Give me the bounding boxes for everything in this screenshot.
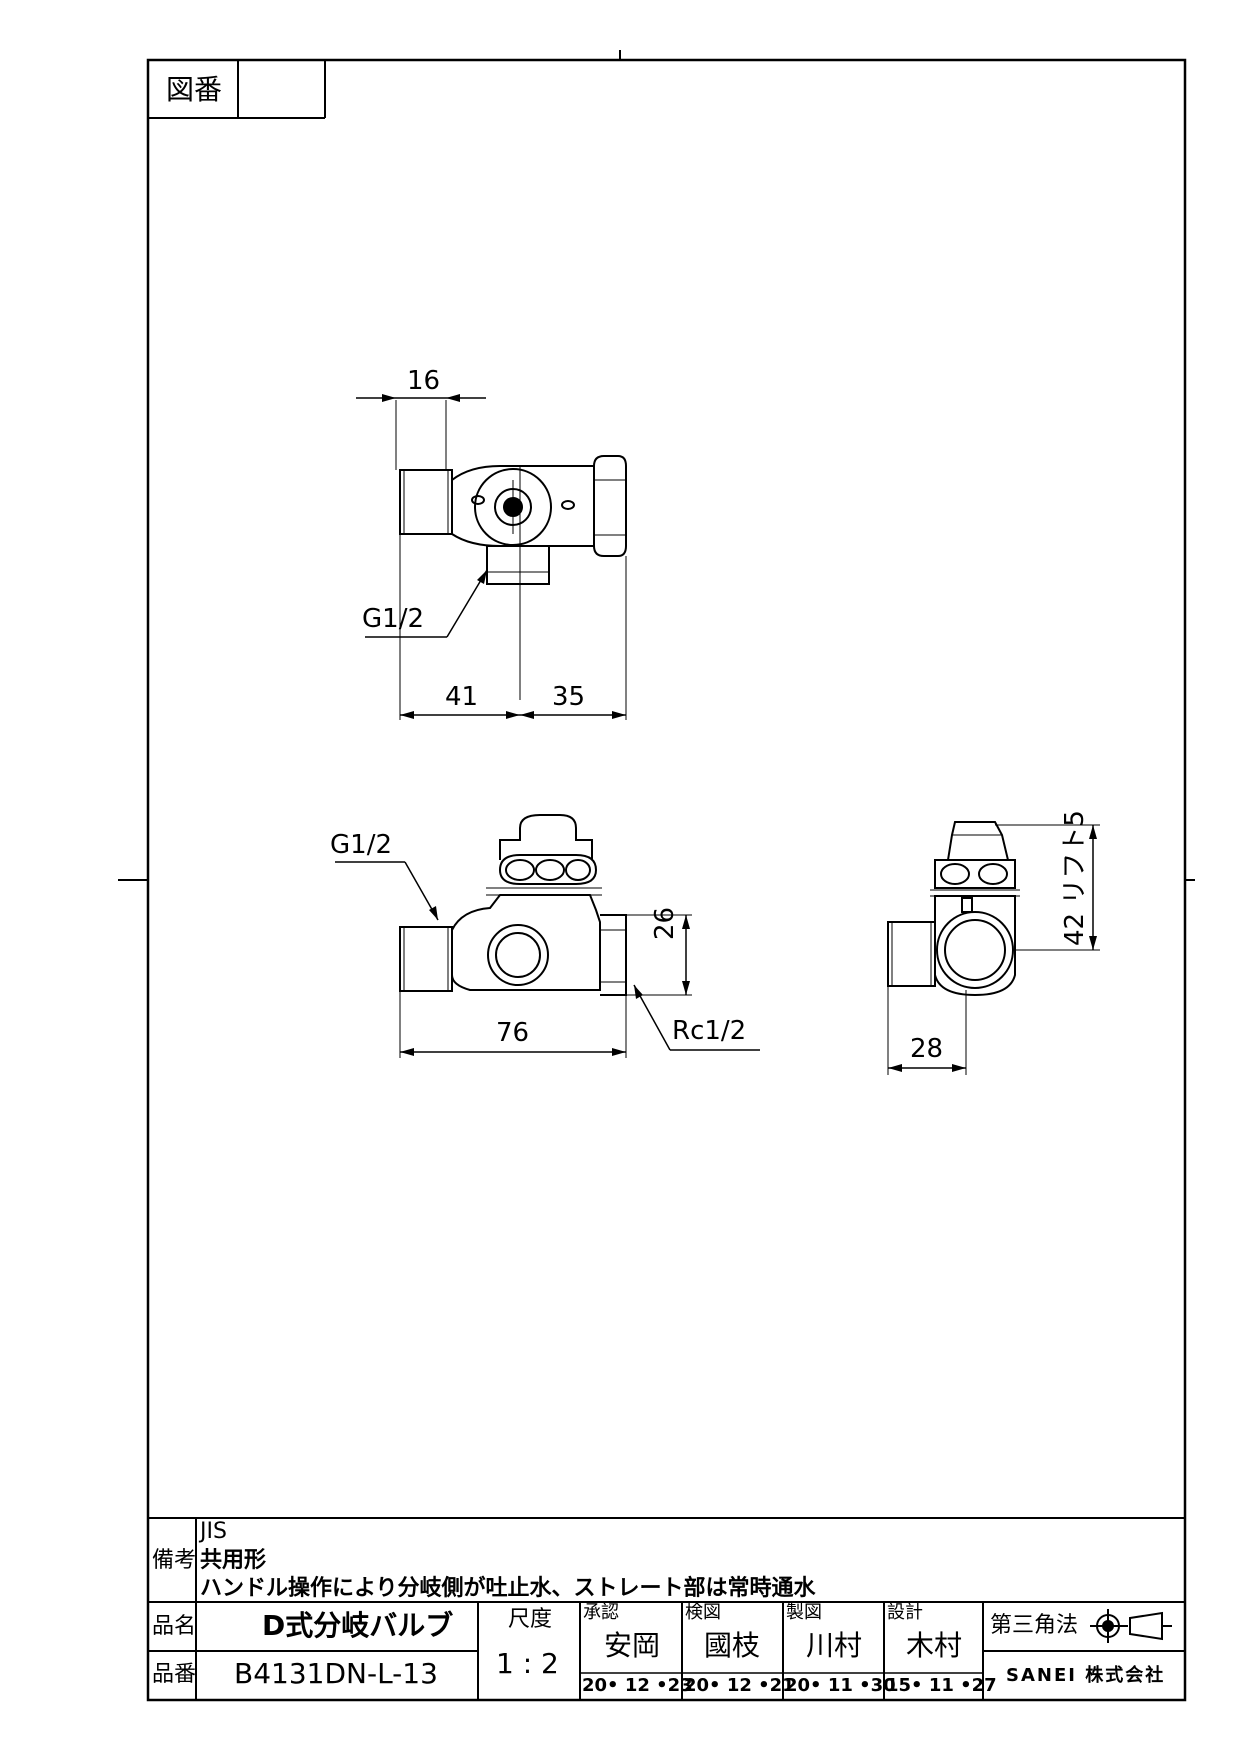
drawn-name: 川村 <box>806 1629 863 1662</box>
remarks-line-1: JIS <box>200 1519 227 1544</box>
drawn-date: 20• 11 •30 <box>785 1675 896 1696</box>
dim-26: 26 <box>650 906 680 940</box>
side-view <box>887 821 1100 1075</box>
third-angle-projection-icon <box>1090 1609 1172 1643</box>
top-view <box>356 394 627 720</box>
approval-label: 承認 <box>583 1602 619 1623</box>
dim-16: 16 <box>407 366 441 396</box>
check-label: 検図 <box>685 1602 721 1623</box>
drawing-number-label: 図番 <box>166 73 223 106</box>
drawn-label: 製図 <box>786 1602 822 1623</box>
design-label: 設計 <box>887 1602 923 1623</box>
product-number-label: 品番 <box>152 1662 197 1687</box>
front-view <box>335 814 760 1058</box>
thread-label-g-front: G1/2 <box>330 830 392 860</box>
product-name: D式分岐バルブ <box>262 1609 454 1642</box>
projection-label: 第三角法 <box>990 1613 1079 1638</box>
company-name: SANEI 株式会社 <box>1006 1665 1166 1686</box>
scale-value: 1 : 2 <box>496 1647 559 1680</box>
dim-35: 35 <box>552 682 586 712</box>
scale-label: 尺度 <box>508 1607 553 1632</box>
remarks-line-2: 共用形 <box>200 1548 267 1573</box>
approval-date: 20• 12 •23 <box>582 1675 693 1696</box>
design-name: 木村 <box>906 1629 963 1662</box>
thread-label-g-top: G1/2 <box>362 604 424 634</box>
remarks-line-3: ハンドル操作により分岐側が吐止水、ストレート部は常時通水 <box>200 1576 816 1601</box>
dim-42-lift: 42 リフト5 <box>1060 810 1090 946</box>
thread-label-rc: Rc1/2 <box>672 1016 747 1046</box>
dim-28: 28 <box>910 1034 944 1064</box>
product-number: B4131DN-L-13 <box>234 1657 438 1690</box>
check-name: 國枝 <box>704 1629 761 1662</box>
remarks-label: 備考 <box>152 1548 197 1573</box>
dim-41: 41 <box>445 682 479 712</box>
design-date: 15• 11 •27 <box>886 1675 997 1696</box>
approval-name: 安岡 <box>604 1629 661 1662</box>
check-date: 20• 12 •21 <box>684 1675 795 1696</box>
product-name-label: 品名 <box>152 1614 197 1639</box>
dim-76: 76 <box>496 1018 530 1048</box>
